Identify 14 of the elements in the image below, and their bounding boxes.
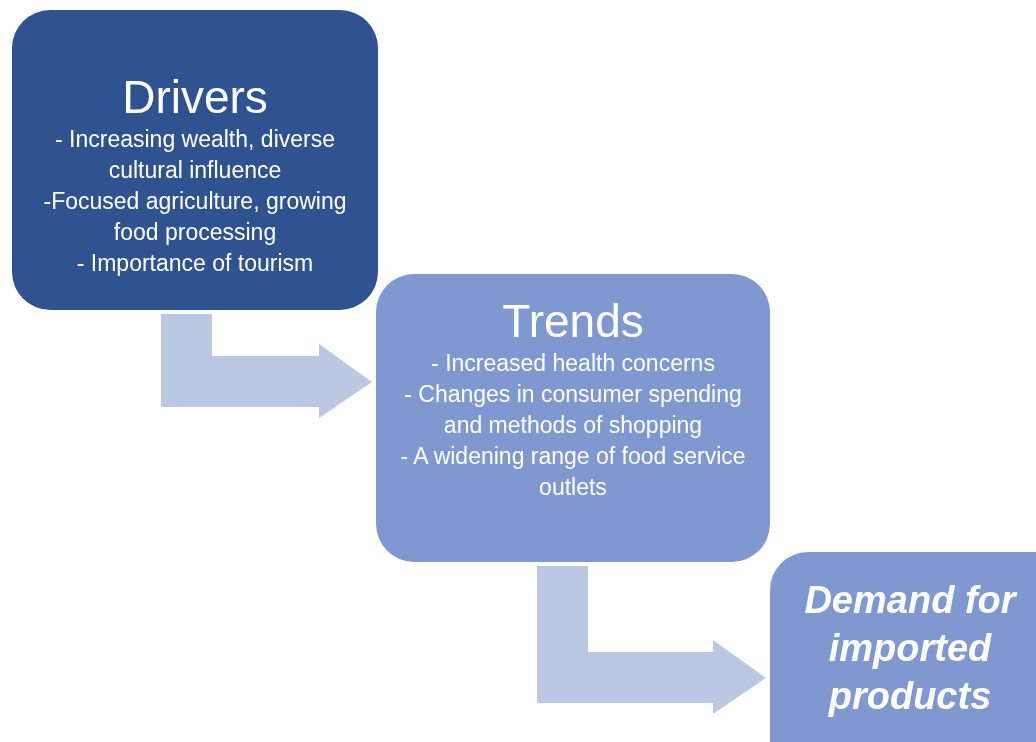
bullet-text: - Changes in consumer spending and methods of shopping xyxy=(403,380,743,440)
box-heading: Drivers xyxy=(122,70,268,124)
bullet-text: - Increased health concerns xyxy=(431,349,715,378)
rounded-box xyxy=(770,552,1036,742)
bullet-text: - A widening range of food service outlets xyxy=(399,442,747,502)
bent-block-arrow xyxy=(537,566,766,714)
bullet-text: - Increasing wealth, diverse cultural influence xyxy=(54,125,336,185)
box-heading: Trends xyxy=(502,294,644,348)
rounded-box xyxy=(376,274,770,562)
bullet-text: - Importance of tourism xyxy=(76,249,314,278)
bent-block-arrow xyxy=(161,314,372,418)
bullet-text: -Focused agriculture, growing food processing xyxy=(42,187,348,247)
rounded-box xyxy=(12,10,378,310)
result-text: Demand for imported products xyxy=(803,578,1019,719)
